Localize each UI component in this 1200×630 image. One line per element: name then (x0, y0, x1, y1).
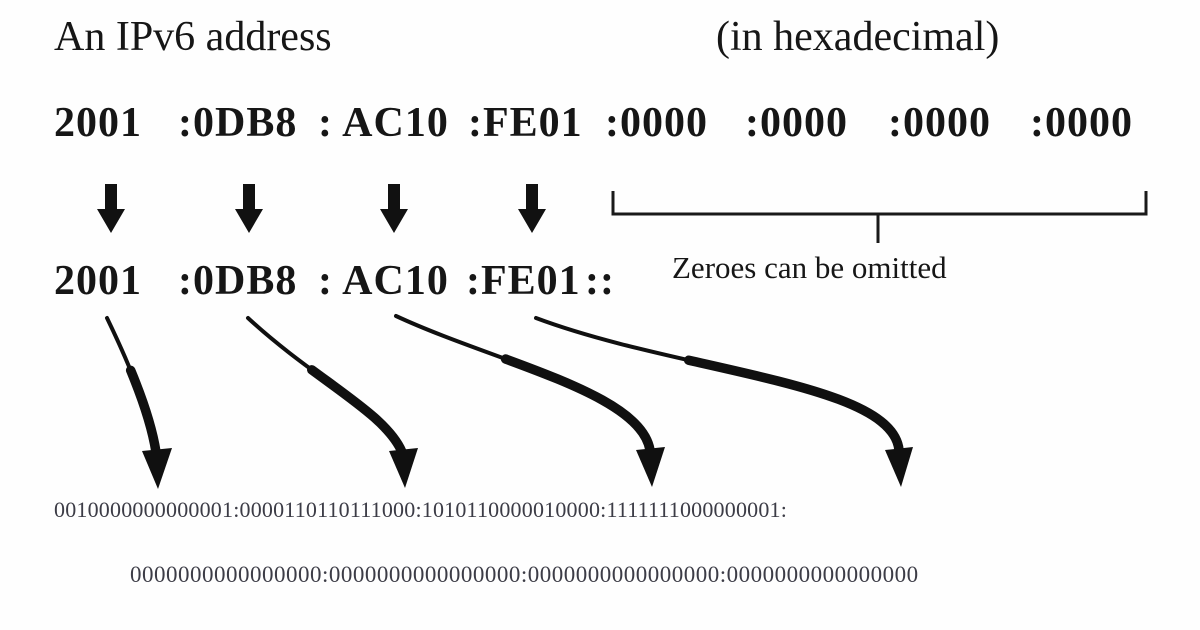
curved-arrow-head-3 (636, 447, 665, 487)
down-arrow-icon-3 (380, 184, 408, 233)
curved-arrow-icon-3 (394, 314, 652, 452)
hex-group-1: 2001 (54, 258, 142, 304)
double-colon-abbreviation: :: (585, 258, 615, 304)
curved-arrow-head-4 (885, 447, 913, 487)
binary-line-1: 0010000000000001:0000110110111000:101011… (54, 497, 788, 522)
hex-group-2: :0DB8 (178, 258, 298, 304)
curved-arrow-icon-2 (246, 316, 404, 454)
curved-arrow-head-1 (142, 448, 172, 489)
hex-group-2: :0DB8 (178, 100, 298, 146)
hex-group-7-zero: :0000 (888, 100, 991, 146)
hex-group-3: : AC10 (318, 258, 449, 304)
underbrace-icon (611, 191, 1148, 216)
curved-arrow-icon-3-taper (391, 311, 655, 455)
hex-group-5-zero: :0000 (605, 100, 708, 146)
diagram-subtitle: (in hexadecimal) (716, 14, 1000, 60)
curved-arrow-head-2 (389, 448, 418, 488)
curved-arrow-icon-4 (534, 316, 901, 452)
curved-arrow-icon-1-taper (102, 313, 161, 457)
hex-group-4: :FE01 (466, 258, 581, 304)
hex-group-3: : AC10 (318, 100, 449, 146)
down-arrow-icon-4 (518, 184, 546, 233)
ipv6-compressed-address-row: 2001 :0DB8 : AC10 :FE01 :: (0, 260, 1200, 310)
curved-arrow-icon-2-taper (243, 313, 407, 457)
down-arrow-icon-1 (97, 184, 125, 233)
curved-arrow-icon-1 (105, 316, 158, 454)
hex-group-4: :FE01 (468, 100, 583, 146)
zeroes-omitted-note: Zeroes can be omitted (672, 250, 947, 285)
hex-group-6-zero: :0000 (745, 100, 848, 146)
hex-group-8-zero: :0000 (1030, 100, 1133, 146)
curved-arrow-icon-4-taper (531, 313, 904, 455)
binary-line-2: 0000000000000000:0000000000000000:000000… (130, 562, 919, 587)
hex-group-1: 2001 (54, 100, 142, 146)
ipv6-full-address-row: 2001 :0DB8 : AC10 :FE01 :0000 :0000 :000… (0, 102, 1200, 152)
down-arrow-icon-2 (235, 184, 263, 233)
diagram-title: An IPv6 address (54, 14, 332, 60)
